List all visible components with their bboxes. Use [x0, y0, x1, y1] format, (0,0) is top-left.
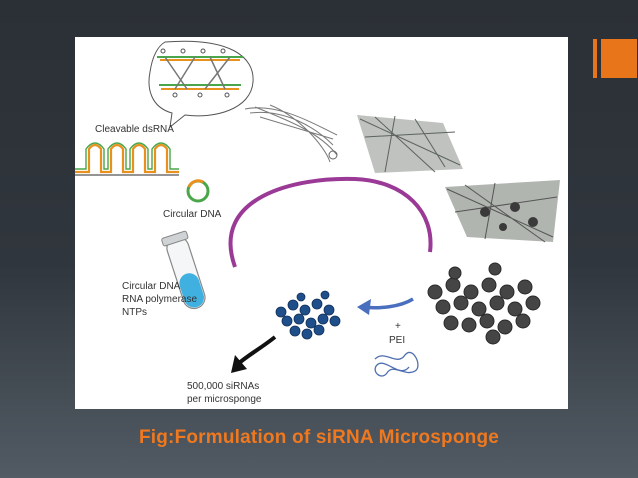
- output-arrow: [231, 335, 277, 373]
- label-pei: PEI: [389, 335, 405, 346]
- label-tube-line2: RNA polymerase: [122, 294, 197, 305]
- label-cleavable-dsrna: Cleavable dsRNA: [95, 124, 174, 135]
- label-plus: +: [395, 321, 401, 332]
- cycle-arrow: [228, 176, 433, 268]
- label-circular-dna: Circular DNA: [163, 209, 222, 220]
- figure-caption: Fig:Formulation of siRNA Microsponge: [138, 427, 500, 448]
- circular-dna-icon: [186, 179, 210, 203]
- label-output-line1: 500,000 siRNAs: [187, 381, 259, 392]
- label-output-line2: per microsponge: [187, 394, 262, 405]
- label-tube-line3: NTPs: [122, 307, 147, 318]
- pei-polymer-icon: [374, 352, 419, 377]
- rna-sheet-2: [357, 115, 463, 173]
- dark-complexes: [427, 262, 541, 345]
- rna-speech-bubble: [148, 40, 254, 129]
- pei-arrow: [357, 297, 414, 315]
- test-tube-icon: [161, 230, 206, 310]
- rna-sheet-1: [244, 104, 338, 163]
- figure-panel: Cleavable dsRNA Circular DNA Circular DN…: [75, 37, 568, 409]
- accent-bar-thick: [601, 39, 637, 78]
- microsponge-diagram: Cleavable dsRNA Circular DNA Circular DN…: [75, 40, 560, 405]
- blue-microsponges: [275, 290, 341, 340]
- dsrna-hairpins: [75, 142, 179, 176]
- rna-sheet-3: [445, 180, 560, 243]
- label-tube-line1: Circular DNA: [122, 281, 181, 292]
- accent-bar-thin: [593, 39, 597, 78]
